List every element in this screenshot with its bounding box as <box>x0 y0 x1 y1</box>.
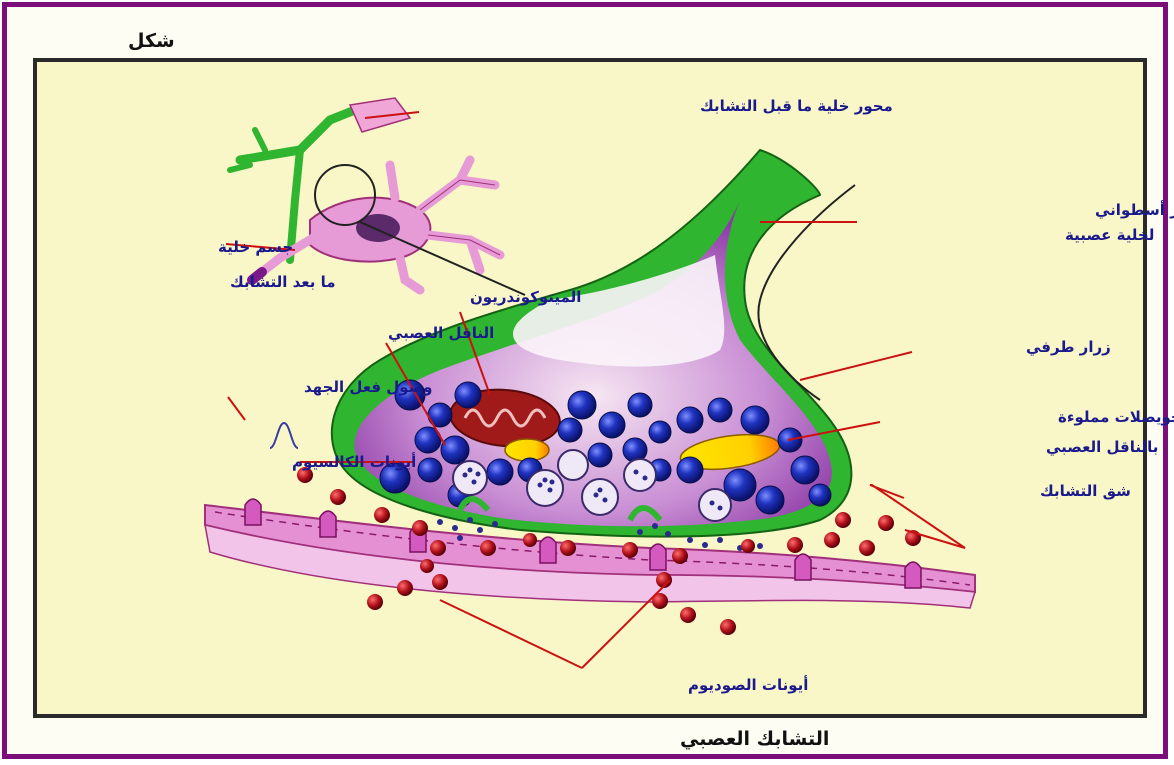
label-presynaptic-axon: محور خلية ما قبل التشابك <box>700 97 893 115</box>
label-synaptic-cleft: شق التشابك <box>1040 482 1131 500</box>
label-calcium-ions: أيونات الكالسيوم <box>292 452 416 471</box>
action-potential-wave <box>270 423 298 448</box>
label-axon-terminal-2: لخلية عصبية <box>1065 226 1154 244</box>
label-sodium-ions: أيونات الصوديوم <box>688 675 808 694</box>
label-cell-body-1: جسم خلية <box>218 238 293 256</box>
figure-caption: التشابك العصبي <box>680 728 829 750</box>
label-terminal-button: زرار طرفي <box>1026 338 1111 356</box>
label-vesicles-2: بالناقل العصبي <box>1046 438 1158 456</box>
label-mitochondrion: الميتوكوندريون <box>470 288 581 306</box>
label-action-potential: وصول فعل الجهد <box>304 378 433 396</box>
yellow-organelle-1 <box>505 439 549 461</box>
label-vesicles-1: حويصلات مملوءة <box>1058 408 1174 426</box>
label-axon-terminal-1: نهاية محور أسطواني <box>1095 200 1174 219</box>
figure-label: شكل <box>128 30 175 52</box>
label-neurotransmitter: الناقل العصبي <box>388 324 494 342</box>
label-cell-body-2: ما بعد التشابك <box>230 273 336 291</box>
